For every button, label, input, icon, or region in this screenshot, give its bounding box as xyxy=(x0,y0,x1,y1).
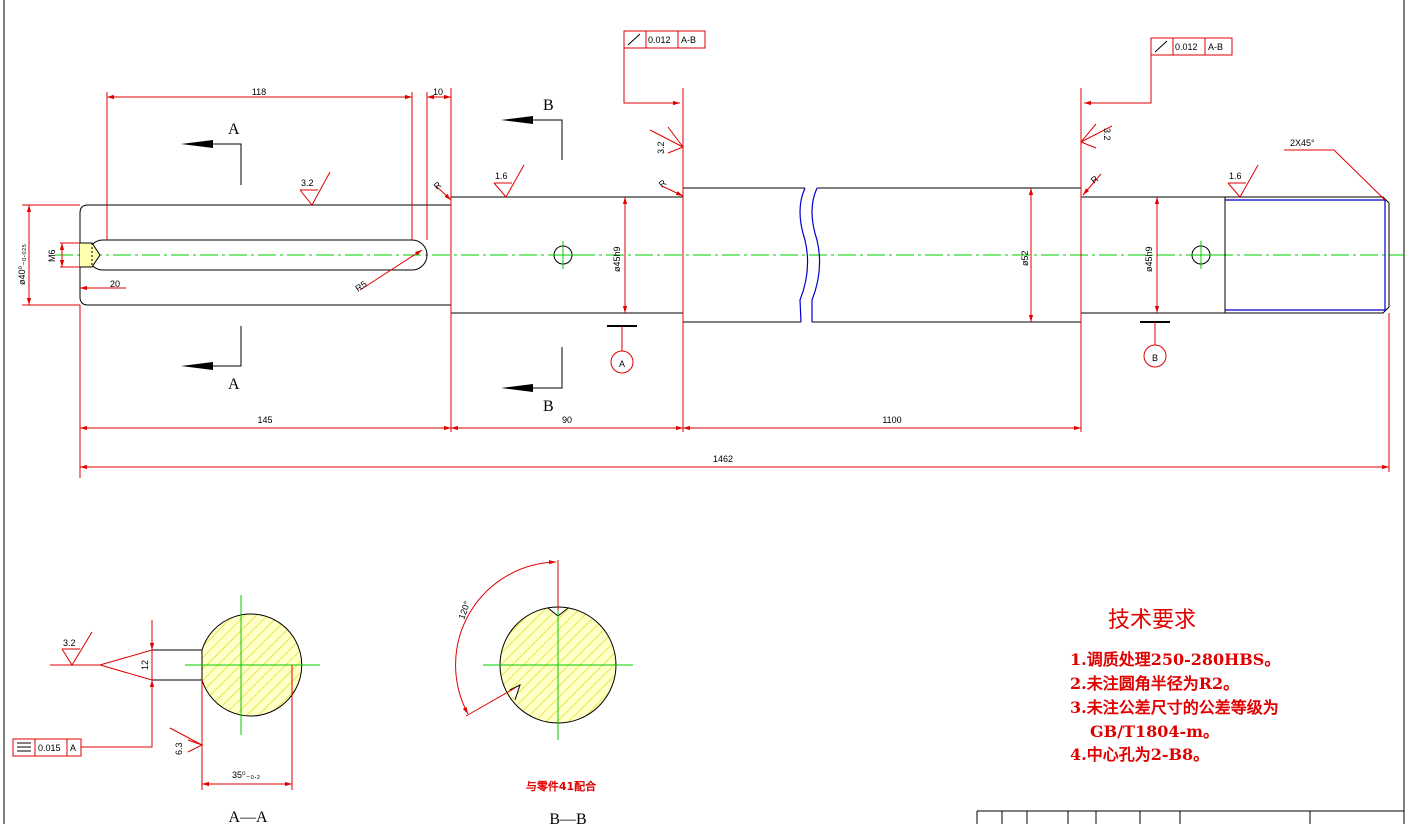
roughness-3-2-d: 3.2 xyxy=(63,638,76,648)
runout-1-datum: A-B xyxy=(681,35,696,45)
section-mark-b-top: B xyxy=(543,97,554,114)
dim-r-a: R xyxy=(432,179,444,191)
note-3-continued: GB/T1804-m。 xyxy=(1090,722,1219,741)
title-block xyxy=(976,810,1404,824)
section-a-a-label: A—A xyxy=(228,809,268,824)
shaft-segment-keyed-end xyxy=(79,204,452,306)
datum-b-label: B xyxy=(1152,353,1158,363)
datum-a-symbol: A xyxy=(607,325,637,374)
dim-118: 118 xyxy=(252,87,266,97)
note-1: 1.调质处理250-280HBS。 xyxy=(1070,650,1280,669)
dim-1100: 1100 xyxy=(882,415,901,425)
symmetry-value: 0.015 xyxy=(38,743,61,753)
roughness-1-6-b: 1.6 xyxy=(1229,171,1242,181)
section-mark-b-bottom: B xyxy=(543,398,554,415)
roughness-3-2-b: 3.2 xyxy=(656,141,666,154)
dimension-lines: 118 10 145 90 1100 1462 ø40⁰₋₀.₀₂₅ M6 20… xyxy=(17,87,1390,478)
dim-phi40: ø40⁰₋₀.₀₂₅ xyxy=(17,244,27,285)
dim-phi45-b: ø45h9 xyxy=(1144,246,1154,272)
dim-r-b: R xyxy=(657,177,669,189)
datum-b-symbol: B xyxy=(1140,321,1170,368)
technical-requirements: 技术要求 1.调质处理250-280HBS。 2.未注圆角半径为R2。 3.未注… xyxy=(1070,608,1280,764)
section-markers: A A B B xyxy=(181,97,563,415)
break-line-left xyxy=(799,187,809,323)
dim-phi45-a: ø45h9 xyxy=(612,246,622,272)
dim-20: 20 xyxy=(110,279,120,289)
center-hole xyxy=(80,242,101,268)
note-3: 3.未注公差尺寸的公差等级为 xyxy=(1070,698,1279,717)
dim-phi52: ø52 xyxy=(1020,250,1030,266)
dim-145: 145 xyxy=(257,415,272,425)
roughness-symbols: 3.2 1.6 3.2 3.2 1.6 xyxy=(299,123,1259,206)
notes-title: 技术要求 xyxy=(1108,608,1196,633)
section-b-b-view: 120° 与零件41配合 B—B xyxy=(455,560,633,824)
shaft-segment-thread xyxy=(1225,196,1390,314)
dim-r5: R5 xyxy=(353,279,368,294)
note-4: 4.中心孔为2-B8。 xyxy=(1070,745,1209,764)
dim-35: 35⁰₋₀.₂ xyxy=(232,770,261,780)
mating-note: 与零件41配合 xyxy=(526,779,597,793)
dim-120: 120° xyxy=(456,599,472,620)
section-mark-a-bottom: A xyxy=(228,376,240,393)
datum-a-label: A xyxy=(619,359,625,369)
dim-chamfer: 2X45° xyxy=(1290,138,1315,148)
break-line-right xyxy=(811,187,821,322)
roughness-1-6-a: 1.6 xyxy=(495,171,508,181)
dim-12: 12 xyxy=(140,660,150,670)
roughness-3-2-c: 3.2 xyxy=(1102,128,1112,141)
dim-1462: 1462 xyxy=(713,454,733,464)
dim-90: 90 xyxy=(562,415,572,425)
section-b-b-label: B—B xyxy=(549,811,586,824)
runout-2-datum: A-B xyxy=(1208,42,1223,52)
dim-10: 10 xyxy=(433,87,443,97)
roughness-3-2-a: 3.2 xyxy=(301,178,314,188)
runout-1-value: 0.012 xyxy=(648,35,671,45)
note-2: 2.未注圆角半径为R2。 xyxy=(1070,674,1239,693)
section-a-a-view: 12 3.2 6.3 0.015 A 35⁰₋₀.₂ A—A xyxy=(12,595,320,824)
section-mark-a-top: A xyxy=(228,121,240,138)
runout-frame-1: 0.012 A-B xyxy=(623,30,706,106)
dim-m6: M6 xyxy=(47,249,57,262)
dim-r-c: R xyxy=(1089,173,1101,185)
symmetry-datum: A xyxy=(70,743,76,753)
runout-2-value: 0.012 xyxy=(1175,42,1198,52)
runout-frame-2: 0.012 A-B xyxy=(1084,37,1233,106)
shaft-main-view xyxy=(55,187,1405,323)
roughness-6-3: 6.3 xyxy=(174,742,184,755)
